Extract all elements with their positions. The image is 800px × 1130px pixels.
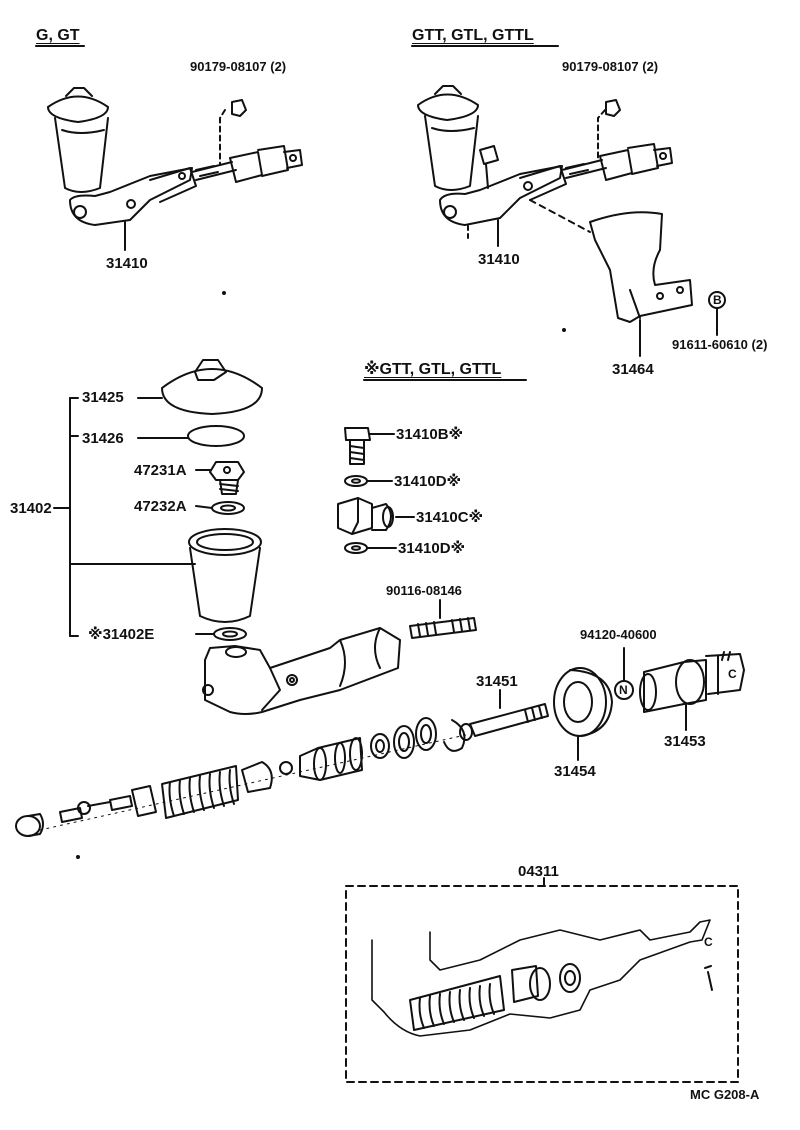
label-grommet: ※31402E xyxy=(88,626,155,643)
label-reservoir-kit: 31402 xyxy=(10,500,52,517)
label-bolt-left: 90179-08107 (2) xyxy=(190,59,287,74)
union-parts xyxy=(337,427,415,554)
label-union-bolt: 31410B※ xyxy=(396,426,464,443)
stud xyxy=(409,599,477,639)
label-reservoir-cap: 31425 xyxy=(82,389,124,406)
label-bracket-bolt: 91611-60610 (2) xyxy=(672,337,768,352)
marker-c-clevis: C xyxy=(728,667,737,681)
label-boot: 31454 xyxy=(554,763,596,780)
label-washer-upper: 31410D※ xyxy=(394,473,462,490)
label-kit: 04311 xyxy=(518,863,559,880)
label-push-rod: 31451 xyxy=(476,673,518,690)
header-asterisk-gtt: ※GTT, GTL, GTTL xyxy=(364,361,502,378)
marker-n: N xyxy=(619,683,628,697)
label-clevis: 31453 xyxy=(664,733,706,750)
header-gtt: GTT, GTL, GTTL xyxy=(412,27,534,44)
marker-c-kit: C xyxy=(704,935,713,949)
piston-assembly xyxy=(15,717,471,837)
diagram-code: MC G208-A xyxy=(690,1087,760,1102)
cylinder-body xyxy=(202,627,401,715)
reservoir-kit-exploded xyxy=(53,359,263,641)
kit-box xyxy=(345,877,739,1083)
label-diaphragm: 31426 xyxy=(82,430,124,447)
marker-b: B xyxy=(713,293,722,307)
label-cylinder-left: 31410 xyxy=(106,255,148,272)
master-cylinder-right xyxy=(417,85,726,357)
label-nut: 94120-40600 xyxy=(580,627,657,642)
label-bracket: 31464 xyxy=(612,361,654,378)
clevis-parts xyxy=(459,647,745,761)
label-gasket: 47232A xyxy=(134,498,187,515)
label-union-fitting: 31410C※ xyxy=(416,509,484,526)
label-washer-lower: 31410D※ xyxy=(398,540,466,557)
label-cylinder-right: 31410 xyxy=(478,251,520,268)
label-stud: 90116-08146 xyxy=(386,583,462,598)
label-bolt-right: 90179-08107 (2) xyxy=(562,59,659,74)
label-union: 47231A xyxy=(134,462,187,479)
header-g-gt: G, GT xyxy=(36,27,80,44)
master-cylinder-left xyxy=(47,87,303,251)
